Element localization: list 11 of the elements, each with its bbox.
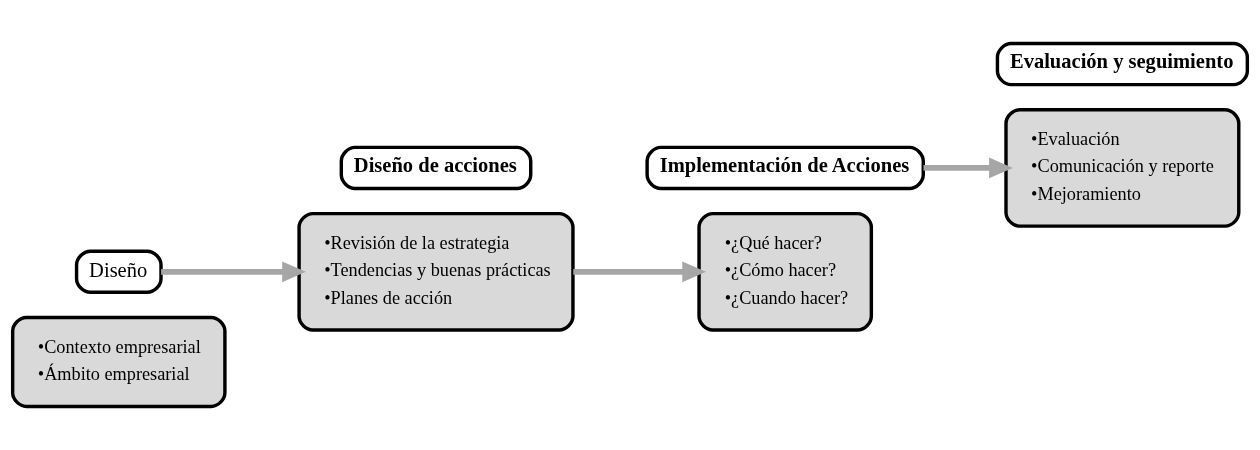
arrow (573, 261, 706, 283)
node-box: •Contexto empresarial •Ámbito empresarial (10, 315, 227, 409)
arrow (161, 261, 306, 283)
node-box: Diseño de acciones (339, 145, 533, 191)
node-box: •Evaluación •Comunicación y reporte •Mejoramiento (1004, 108, 1241, 228)
node-box: •¿Qué hacer? •¿Cómo hacer? •¿Cuando hacer? (697, 211, 874, 332)
node-box: Implementación de Acciones (645, 145, 925, 191)
node-box: •Revisión de la estrategia •Tendencias y buenas prácticas •Planes de acción (297, 211, 575, 332)
node-box: Diseño (74, 249, 163, 295)
node-box: Evaluación y seguimiento (995, 41, 1250, 87)
arrow (923, 157, 1013, 179)
